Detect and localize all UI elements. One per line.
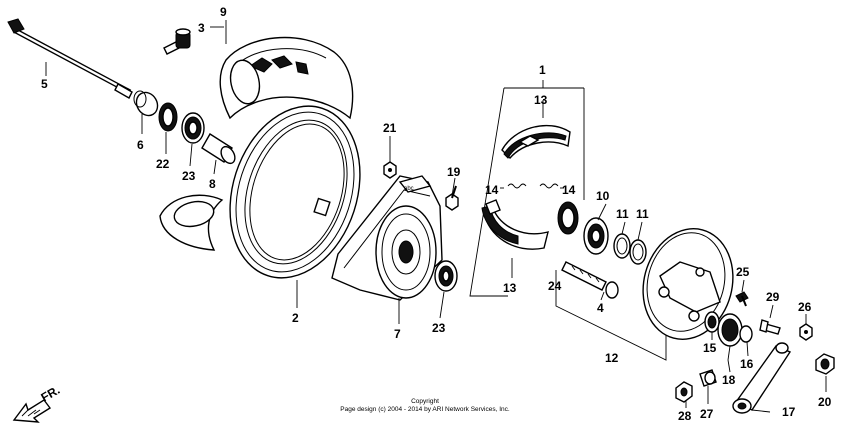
part-number-labels: 9 3 5 6 22 23 8 2 7 23 21 19 1 13 13 14 … [41,5,832,423]
o-ring-11b[interactable] [629,239,647,265]
copyright-line-1: Copyright [411,398,439,405]
label-4: 4 [597,301,604,315]
brake-rod-joint[interactable] [815,353,835,375]
dust-seal[interactable] [158,102,178,132]
label-9: 9 [220,5,227,19]
tire-lower-section[interactable] [159,194,224,251]
nut-28-lower[interactable] [675,381,693,403]
return-spring[interactable] [704,311,720,333]
label-18: 18 [722,373,736,387]
nut-21[interactable] [383,161,397,179]
label-7: 7 [394,327,401,341]
brake-arm[interactable] [732,342,792,414]
label-6: 6 [137,138,144,152]
label-29: 29 [766,290,780,304]
bolt-25[interactable] [735,291,749,307]
label-26: 26 [798,300,812,314]
label-2: 2 [292,311,299,325]
label-25: 25 [736,265,750,279]
label-23-right: 23 [432,321,446,335]
label-24: 24 [548,279,562,293]
label-8: 8 [209,177,216,191]
label-1: 1 [539,63,546,77]
label-27: 27 [700,407,714,421]
radial-bearing-right[interactable] [434,260,458,292]
tire-valve[interactable] [163,28,191,55]
label-3: 3 [198,21,205,35]
label-23-left: 23 [182,169,196,183]
tire[interactable] [219,36,354,120]
label-21: 21 [383,121,397,135]
label-14-left: 14 [485,183,499,197]
brake-shoe-bracket [469,87,585,297]
o-ring-11a[interactable] [613,233,631,259]
felt-seal[interactable] [739,325,753,343]
brake-shoe-spring-right[interactable] [539,183,559,189]
label-12: 12 [605,351,619,365]
brake-shoe-lower[interactable] [481,199,549,250]
wheel-rim[interactable] [209,89,381,295]
copyright-line-2: Page design (c) 2004 - 2014 by ARI Netwo… [340,406,510,413]
brake-panel-bracket [555,270,667,361]
brake-shoe-upper[interactable] [501,124,571,160]
label-11-right: 11 [636,207,649,221]
label-10: 10 [596,189,610,203]
joint-pin[interactable] [699,369,717,387]
wheel-spacer[interactable] [201,133,238,166]
label-11-left: 11 [616,207,629,221]
label-19: 19 [447,165,461,179]
label-22: 22 [156,157,170,171]
label-16: 16 [740,357,754,371]
rear-wheel-hub[interactable]: abc [331,175,443,301]
axle[interactable] [7,18,133,99]
label-13-upper: 13 [534,93,548,107]
nut-26[interactable] [799,323,813,341]
brake-shoe-spring-left[interactable] [507,183,527,189]
leader-lines [45,20,827,413]
label-17: 17 [782,405,796,419]
oil-seal[interactable] [557,201,579,235]
brake-cam-seal-10[interactable] [583,217,609,255]
radial-bearing-left[interactable] [181,112,205,144]
label-20: 20 [818,395,832,409]
svg-text:abc: abc [404,186,414,192]
bolt-19[interactable] [445,185,459,211]
bolt-29[interactable] [759,319,781,335]
label-13-lower: 13 [503,281,517,295]
label-15: 15 [703,341,717,355]
distance-collar[interactable] [132,89,161,120]
label-14-right: 14 [562,183,576,197]
wear-indicator-plate[interactable] [717,313,743,361]
label-5: 5 [41,77,48,91]
brake-cam[interactable] [561,261,619,299]
label-28-lower: 28 [678,409,692,423]
